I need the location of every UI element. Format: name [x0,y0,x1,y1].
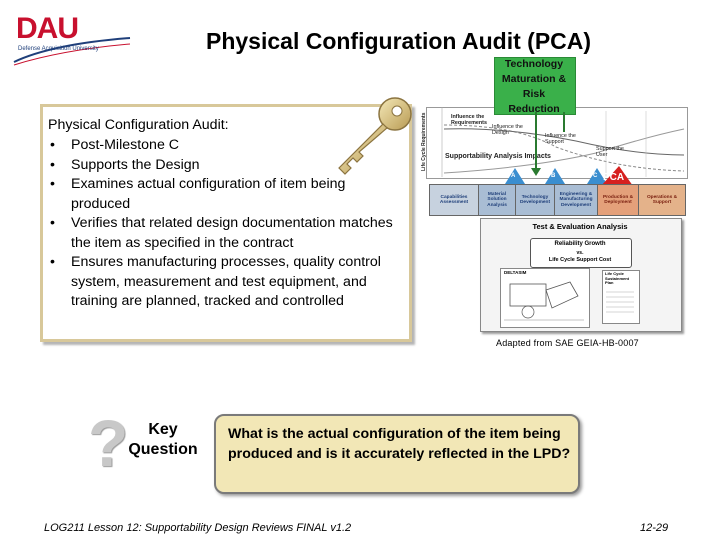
drawing-sketch-icon [504,281,584,321]
footer-course: LOG211 Lesson 12: Supportability Design … [44,522,352,534]
lifecycle-frame [426,107,688,179]
lifecycle-curves [441,107,685,177]
tmrr-line: Technology [504,58,564,70]
pca-tag: PCA [603,172,625,183]
reliability-box [530,238,632,268]
versus-label: vs. [576,250,584,256]
support-cost-label: Life Cycle Support Cost [548,257,612,263]
phase-emd: Engineering & Manufacturing Development [554,184,598,216]
phase-material-solution: Material Solution Analysis [478,184,516,216]
phase-capabilities: Capabilities Assessment [429,184,479,216]
key-icon [338,97,412,175]
logo-subtitle: Defense Acquisition University [18,46,99,52]
list-item: Ensures manufacturing processes, quality… [48,253,400,312]
list-item: Verifies that related design documentati… [48,214,400,253]
logo-wordmark: DAU [16,12,79,45]
reliability-growth-label: Reliability Growth [554,241,606,247]
tmrr-line: Reduction [508,103,560,115]
dau-logo: DAU Defense Acquisition University [12,10,132,66]
drawing-label: DELTASIM [504,270,527,275]
tmrr-line: Risk [522,88,546,100]
list-item: Examines actual configuration of item be… [48,175,400,214]
supportability-impacts-label: Supportability Analysis Impacts [445,153,551,160]
life-cycle-requirements-label: Life Cycle Requirements [421,112,427,172]
phase-production: Production & Deployment [597,184,639,216]
key-question-box [214,414,580,494]
support-user-label: Support the User [596,146,624,158]
list-item: Post-Milestone C [48,136,400,156]
logo-swoosh-icon [13,37,131,66]
phase-technology: Technology Development [515,184,555,216]
tmrr-line: Maturation & [501,73,567,85]
tmrr-highlight [494,57,576,115]
bullet-list: Post-Milestone C Supports the Design Exa… [48,136,400,312]
milestone-markers [505,166,633,186]
key-question-label-line1: Key [148,421,178,438]
milestone-c: C [593,173,598,179]
doc-label: Life Cycle Sustainment Plan [605,271,630,285]
engineering-drawing [500,268,590,328]
tmrr-arrows [531,112,565,176]
page-title: Physical Configuration Audit (PCA) [206,28,592,54]
key-question-label-line2: Question [128,441,198,458]
influence-requirements-label: Influence the Requirements [451,114,487,126]
doc-lines-icon [606,291,634,313]
list-item: Supports the Design [48,156,400,176]
question-mark-icon: ? [88,406,129,480]
influence-support-label: Influence the Support [545,133,576,145]
page-number: 12-29 [640,522,669,534]
influence-design-label: Influence the Design [492,124,523,136]
key-question-text: What is the actual configuration of the … [228,426,571,462]
content-heading: Physical Configuration Audit: [48,117,229,133]
source-credit: Adapted from SAE GEIA-HB-0007 [496,338,639,348]
test-eval-title: Test & Evaluation Analysis [532,222,628,231]
tmrr-label: Technology Maturation & Risk Reduction [494,57,574,117]
milestone-b: B [551,173,556,179]
milestone-a: A [511,173,516,179]
phase-operations: Operations & Support [638,184,686,216]
